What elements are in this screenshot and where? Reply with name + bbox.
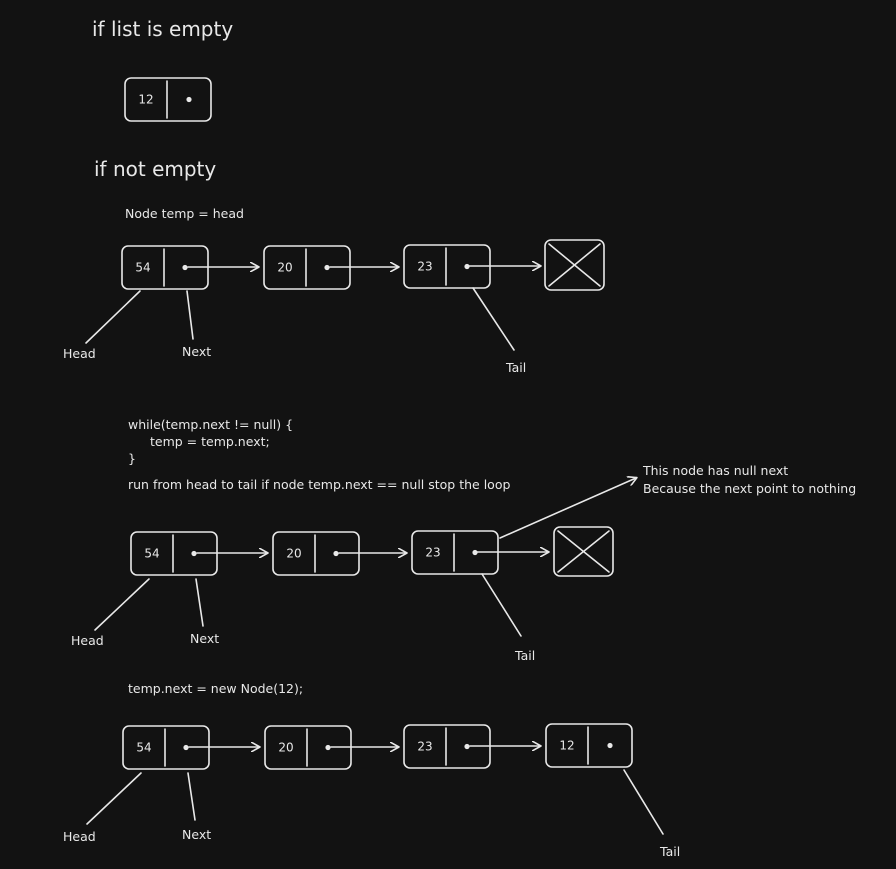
code-init: Node temp = head [125,206,244,221]
section-loop-list: 54 20 23 Head Next Tail [71,478,636,663]
code-loop-line3: } [128,451,136,466]
head-pointer [86,772,142,825]
list-node: 12 [545,723,633,768]
head-label: Head [63,829,96,844]
tail-label: Tail [505,360,526,375]
node-value: 23 [417,740,432,754]
code-loop-description: run from head to tail if node temp.next … [128,477,510,492]
list-node: 20 [272,531,360,576]
tail-pointer [472,287,515,351]
node-value: 20 [286,547,301,561]
code-loop-line1: while(temp.next != null) { [128,417,293,432]
annotation-line2: Because the next point to nothing [643,481,856,496]
next-pointer-dot [464,263,470,270]
list-node: 12 [124,77,212,122]
node-value: 12 [559,739,574,753]
next-label: Next [190,631,219,646]
list-node: 23 [403,244,491,289]
next-pointer-dot [182,264,188,271]
head-pointer [85,290,141,344]
next-pointer-dot [607,742,613,749]
next-pointer-dot [183,744,189,751]
node-value: 54 [144,547,159,561]
next-pointer-dot [472,549,478,556]
head-label: Head [63,346,96,361]
list-node: 54 [121,245,209,290]
next-pointer-dot [464,743,470,750]
section-initial-list: 54 20 23 Head Next Tail [63,239,605,375]
node-box [545,723,633,768]
section-appended-list: 54 20 23 12 Head Next Tail [63,723,680,859]
next-label: Next [182,827,211,842]
annotation-arrow [499,478,636,539]
annotation-line1: This node has null next [642,463,788,478]
next-pointer-dot [325,744,331,751]
null-box [553,526,614,577]
node-value: 23 [425,546,440,560]
next-pointer-dot [324,264,330,271]
next-pointer [186,290,194,340]
node-value: 20 [278,741,293,755]
heading-empty: if list is empty [92,17,233,41]
code-loop-line2: temp = temp.next; [150,434,270,449]
tail-label: Tail [514,648,535,663]
head-label: Head [71,633,104,648]
list-node: 20 [264,725,352,770]
node-value: 12 [138,93,153,107]
node-value: 20 [277,261,292,275]
next-pointer-dot [186,96,192,103]
node-box [124,77,212,122]
heading-not-empty: if not empty [94,157,216,181]
tail-pointer [623,769,664,835]
head-pointer [94,578,150,631]
next-pointer-dot [191,550,197,557]
next-label: Next [182,344,211,359]
node-value: 23 [417,260,432,274]
next-pointer-dot [333,550,339,557]
tail-pointer [481,573,522,637]
node-value: 54 [136,741,151,755]
tail-label: Tail [659,844,680,859]
null-box [544,239,605,291]
code-append: temp.next = new Node(12); [128,681,303,696]
next-pointer [195,578,204,627]
next-pointer [187,772,196,821]
node-value: 54 [135,261,150,275]
section-empty-list: 12 [124,77,212,122]
